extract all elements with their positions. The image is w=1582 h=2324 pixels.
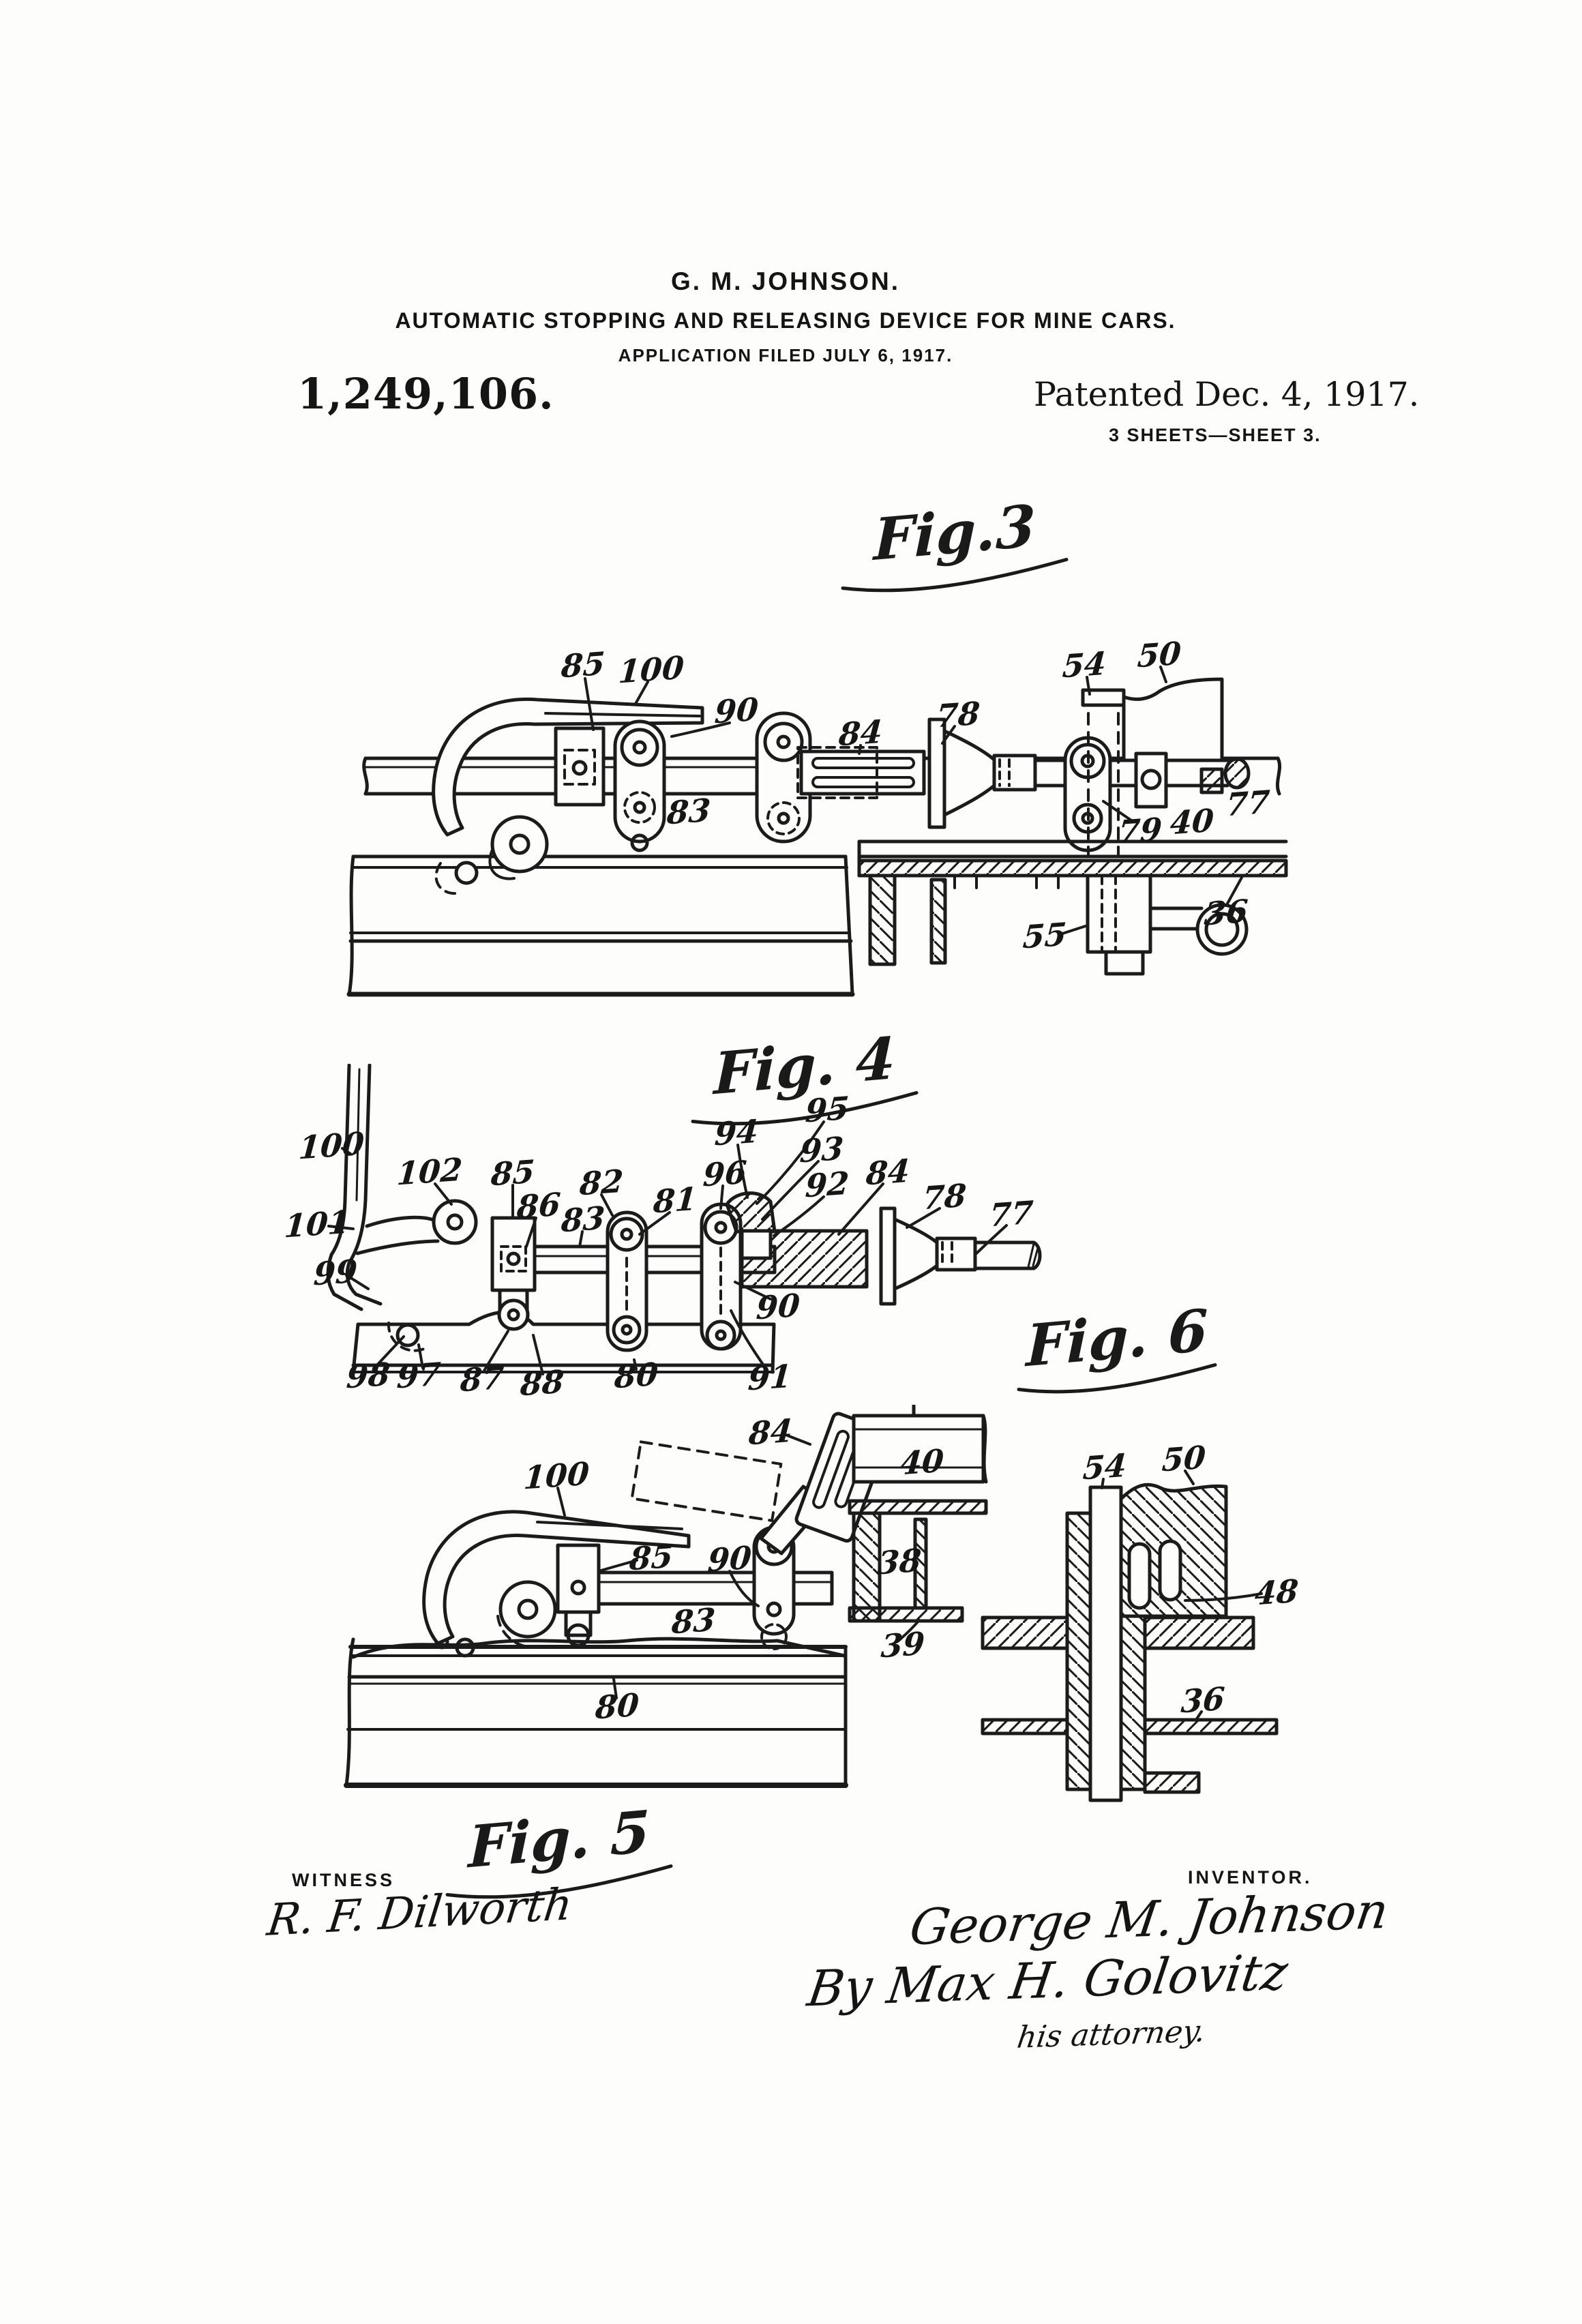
fig5-title-flourish xyxy=(445,1864,673,1899)
attorney-signature: By Max H. Golovitz xyxy=(804,1943,1292,2018)
fig6-title-flourish xyxy=(1017,1363,1217,1394)
patented-date: Patented Dec. 4, 1917. xyxy=(1034,375,1420,414)
attorney-caption: his attorney. xyxy=(1015,2014,1208,2055)
inventor-label: INVENTOR. xyxy=(1188,1867,1313,1888)
witness-label: WITNESS xyxy=(292,1870,395,1890)
fig6-drawing xyxy=(981,1470,1279,1802)
fig3-title-flourish xyxy=(841,558,1069,593)
fig5-title-box: Fig. 5 xyxy=(443,1798,675,1899)
fig3-title-box: Fig.3 xyxy=(839,492,1071,593)
fig4-title-flourish xyxy=(691,1091,919,1126)
inventor-signature: George M. Johnson xyxy=(906,1881,1392,1956)
fig3-drawing xyxy=(346,666,1288,997)
patent-number: 1,249,106. xyxy=(297,369,554,419)
invention-title: AUTOMATIC STOPPING AND RELEASING DEVICE … xyxy=(395,308,1176,333)
fig6-title-box: Fig. 6 xyxy=(1015,1296,1219,1394)
fig5-drawing xyxy=(344,1405,988,1788)
applicant-name: G. M. JOHNSON. xyxy=(671,267,900,295)
application-line: APPLICATION FILED JULY 6, 1917. xyxy=(618,345,953,366)
fig4-title-box: Fig. 4 xyxy=(689,1024,921,1126)
fig4-drawing xyxy=(326,1064,1042,1375)
sheet-line: 3 SHEETS—SHEET 3. xyxy=(1109,425,1322,445)
